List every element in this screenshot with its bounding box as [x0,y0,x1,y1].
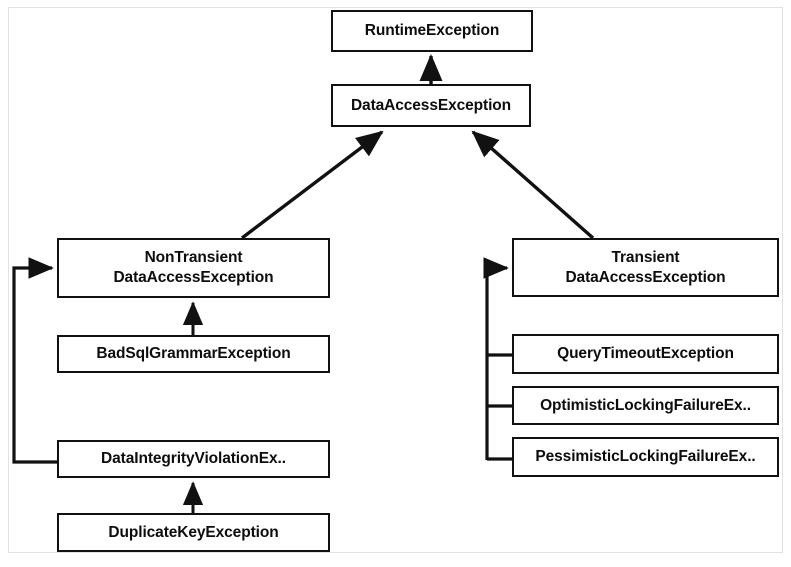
node-data-integrity-violation-exception[interactable]: DataIntegrityViolationEx.. [57,440,330,478]
node-pessimistic-locking-failure-exception[interactable]: PessimisticLockingFailureEx.. [512,437,779,477]
node-runtime-exception[interactable]: RuntimeException [331,10,533,52]
node-optimistic-locking-failure-exception[interactable]: OptimisticLockingFailureEx.. [512,386,779,425]
node-nontransient-data-access-exception[interactable]: NonTransient DataAccessException [57,238,330,298]
node-query-timeout-exception[interactable]: QueryTimeoutException [512,334,779,374]
node-duplicate-key-exception[interactable]: DuplicateKeyException [57,513,330,552]
node-data-access-exception[interactable]: DataAccessException [331,84,531,127]
node-bad-sql-grammar-exception[interactable]: BadSqlGrammarException [57,335,330,373]
node-transient-data-access-exception[interactable]: Transient DataAccessException [512,238,779,297]
